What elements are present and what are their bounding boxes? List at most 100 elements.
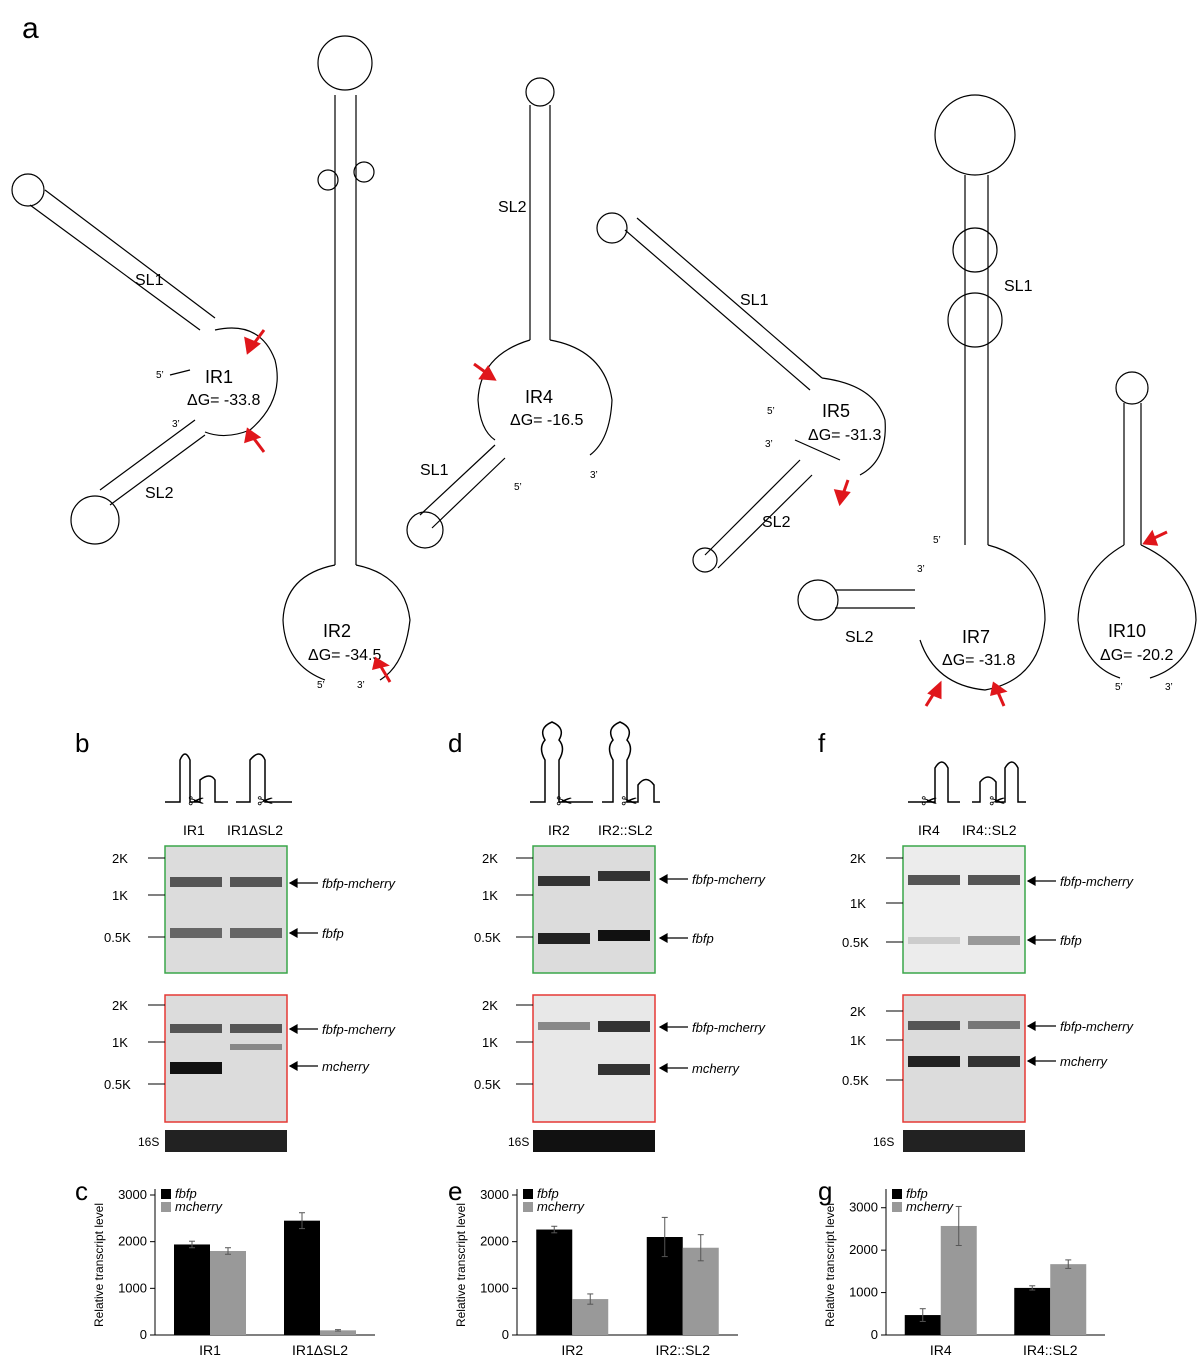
structure-ir4 — [406, 77, 613, 549]
ir5-sl1-label: SL1 — [740, 292, 769, 309]
blot-f-marker-2: 1K — [850, 896, 866, 911]
blot-f-marker-3: 0.5K — [842, 935, 869, 950]
structure-ir10 — [1077, 371, 1197, 679]
blot-b-green-band-2: fbfp — [322, 926, 344, 941]
band — [968, 936, 1020, 945]
blot-f-marker-4: 2K — [850, 1004, 866, 1019]
y-tick-label: 0 — [871, 1327, 878, 1342]
scissors-icon: ✂ — [921, 791, 938, 813]
ir10-name: IR10 — [1108, 621, 1146, 641]
loading-band — [533, 1130, 655, 1152]
blot-d-loading-label: 16S — [508, 1135, 529, 1149]
ir7-three-prime: 3’ — [917, 564, 925, 575]
ir10-three-prime: 3’ — [1165, 682, 1173, 693]
band — [170, 928, 222, 938]
ir4-five-prime: 5’ — [514, 482, 522, 493]
band-arrows-b — [288, 877, 318, 1072]
blot-b-marker-6: 0.5K — [104, 1077, 131, 1092]
band — [230, 928, 282, 938]
blot-b-lane-1: IR1 — [183, 822, 205, 838]
bar — [1050, 1264, 1087, 1335]
bar — [572, 1299, 609, 1335]
y-tick-label: 1000 — [849, 1285, 878, 1300]
bar — [174, 1244, 210, 1335]
legend-label: fbfp — [175, 1186, 197, 1201]
blot-f-red-band-1: fbfp-mcherry — [1060, 1019, 1134, 1034]
blot-d-green-band-1: fbfp-mcherry — [692, 872, 766, 887]
ir1-three-prime: 3’ — [172, 419, 180, 430]
blot-b-lane-2: IR1ΔSL2 — [227, 822, 283, 838]
x-tick-label: IR1 — [199, 1342, 221, 1358]
y-tick-label: 0 — [502, 1327, 509, 1342]
ir1-five-prime: 5’ — [156, 370, 164, 381]
bar — [320, 1330, 356, 1335]
loading-band — [903, 1130, 1025, 1152]
y-tick-label: 3000 — [849, 1200, 878, 1215]
x-tick-label: IR4 — [930, 1342, 952, 1358]
legend-swatch — [523, 1202, 533, 1212]
y-tick-label: 2000 — [849, 1242, 878, 1257]
construct-diagram-d — [530, 721, 660, 803]
band — [908, 875, 960, 885]
ir5-name: IR5 — [822, 401, 850, 421]
ir5-dg: ΔG= -31.3 — [808, 427, 881, 444]
panel-label-e: e — [448, 1176, 462, 1206]
ir5-three-prime: 3’ — [765, 439, 773, 450]
bar — [284, 1220, 320, 1335]
band — [538, 1022, 590, 1030]
legend-label: mcherry — [537, 1199, 585, 1214]
y-tick-label: 1000 — [480, 1280, 509, 1295]
blot-b-loading-label: 16S — [138, 1135, 159, 1149]
structure-ir1 — [11, 173, 278, 545]
x-tick-label: IR2::SL2 — [656, 1342, 711, 1358]
blot-f-green-band-2: fbfp — [1060, 933, 1082, 948]
ir5-sl2-label: SL2 — [762, 514, 791, 531]
ir1-sl2-label: SL2 — [145, 485, 174, 502]
band — [908, 1021, 960, 1030]
panel-label-d: d — [448, 728, 462, 758]
scissors-icon: ✂ — [621, 791, 638, 813]
ir5-five-prime: 5’ — [767, 406, 775, 417]
scissors-icon: ✂ — [257, 791, 274, 813]
blot-d-marker-1: 2K — [482, 851, 498, 866]
ir10-five-prime: 5’ — [1115, 682, 1123, 693]
ir4-sl1-label: SL1 — [420, 462, 449, 479]
ir4-name: IR4 — [525, 387, 553, 407]
y-tick-label: 3000 — [480, 1187, 509, 1202]
legend-swatch — [892, 1202, 902, 1212]
band — [538, 876, 590, 886]
blot-d-green-band-2: fbfp — [692, 931, 714, 946]
band — [908, 1056, 960, 1067]
band — [968, 875, 1020, 885]
ir2-three-prime: 3’ — [357, 680, 365, 691]
y-axis-label: Relative transcript level — [454, 1203, 468, 1327]
band — [230, 1044, 282, 1050]
bar — [904, 1315, 941, 1335]
y-tick-label: 2000 — [480, 1234, 509, 1249]
blot-d-marker-3: 0.5K — [474, 930, 501, 945]
band — [170, 1062, 222, 1074]
blot-d-red-band-2: mcherry — [692, 1061, 740, 1076]
band — [538, 933, 590, 944]
construct-diagram-f — [908, 761, 1026, 803]
band — [598, 871, 650, 881]
scissors-icon: ✂ — [989, 791, 1006, 813]
panel-label-b: b — [75, 728, 89, 758]
blot-d-marker-4: 2K — [482, 998, 498, 1013]
ir1-sl1-label: SL1 — [135, 272, 164, 289]
blot-b-green-frame — [164, 845, 288, 974]
legend-swatch — [523, 1189, 533, 1199]
structure-ir7 — [797, 94, 1046, 691]
blot-f-marker-1: 2K — [850, 851, 866, 866]
bar — [536, 1229, 573, 1335]
band — [908, 937, 960, 944]
ir4-sl2-label: SL2 — [498, 199, 527, 216]
blot-d-lane-1: IR2 — [548, 822, 570, 838]
blot-d-red-band-1: fbfp-mcherry — [692, 1020, 766, 1035]
blot-b-green-band-1: fbfp-mcherry — [322, 876, 396, 891]
panel-label-c: c — [75, 1176, 88, 1206]
blot-f-lane-2: IR4::SL2 — [962, 822, 1017, 838]
blot-f-lane-1: IR4 — [918, 822, 940, 838]
